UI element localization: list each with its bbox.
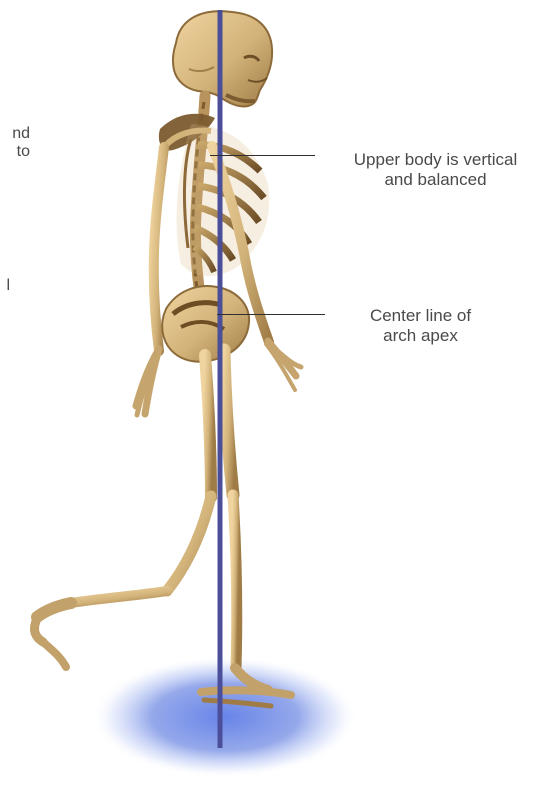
clipped-text-middle-line-1: l [0,277,10,295]
upper-body-label-line-1: Upper body is vertical [318,150,551,170]
center-line-label-line-2: arch apex [333,326,508,346]
leg-back [34,355,211,667]
clipped-text-top-line-1: nd [0,125,30,143]
clipped-text-top-line-2: to [0,143,30,161]
center-line-label-line-1: Center line of [333,306,508,326]
upper-body-leader-line [210,155,315,156]
clipped-text-middle: l [0,277,10,295]
skull [173,11,272,106]
upper-body-label-line-2: and balanced [318,170,551,190]
skeleton [34,11,301,706]
floor-shadow [92,656,358,778]
center-line-label: Center line of arch apex [333,306,508,345]
upper-body-label: Upper body is vertical and balanced [318,150,551,189]
center-line-leader-line [217,314,325,315]
leg-front [201,350,291,706]
clipped-text-top: nd to [0,125,30,160]
arm-left [136,147,164,415]
ribcage [177,124,270,276]
